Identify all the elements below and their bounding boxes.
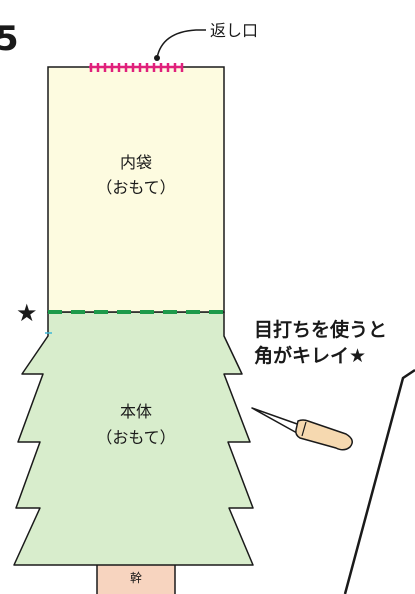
awl-icon	[251, 407, 353, 451]
awl-ferrule	[301, 421, 307, 437]
lining-side-label: （おもて）	[96, 178, 175, 197]
body-side-label: （おもて）	[96, 428, 175, 447]
awl-handle	[295, 419, 353, 451]
body-title: 本体	[120, 402, 152, 421]
step-number: 5	[0, 19, 19, 59]
star-icon: ★	[16, 299, 38, 327]
tip-line-1: 目打ちを使うと	[254, 318, 387, 341]
opening-leader-line	[156, 29, 206, 59]
tip-line-2: 角がキレイ★	[254, 344, 366, 367]
lining-title: 内袋	[120, 153, 152, 172]
awl-tip	[251, 407, 301, 434]
tree-body	[13, 311, 254, 566]
lining-rect	[47, 66, 225, 313]
opening-label: 返し口	[210, 21, 258, 40]
opening-leader-dot	[154, 55, 160, 61]
trunk-label: 幹	[130, 570, 142, 585]
adjacent-panel-edge	[343, 368, 415, 594]
opening-stitches	[89, 63, 184, 72]
